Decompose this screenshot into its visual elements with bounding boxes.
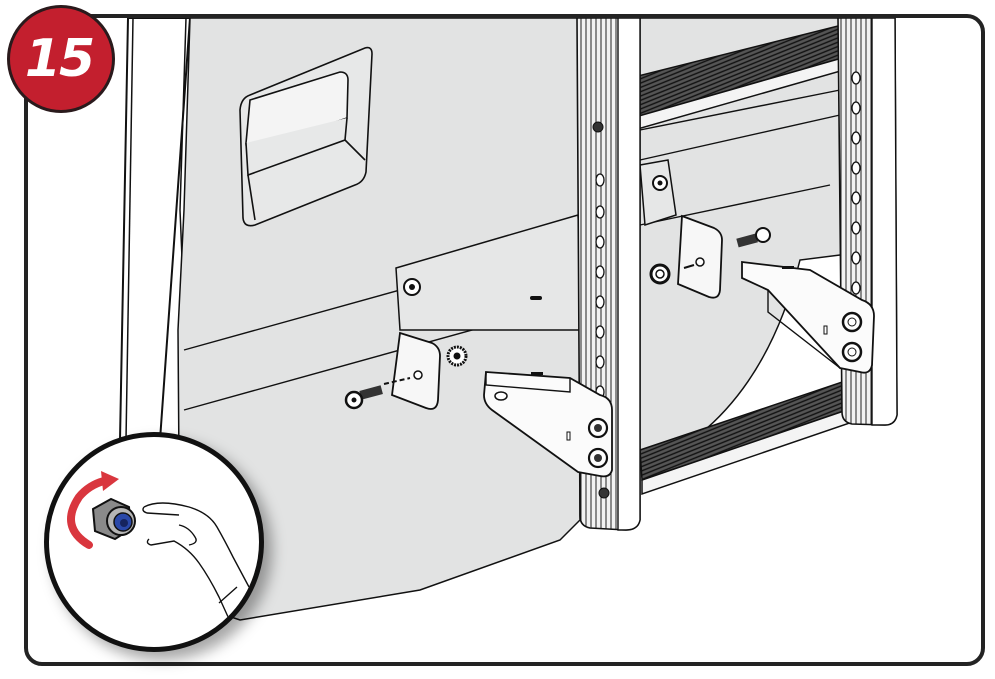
- mount-bracket-left: [483, 371, 613, 478]
- angle-plate-right: [677, 214, 723, 299]
- lock-nut-right: [649, 263, 671, 285]
- bolt-left: [344, 385, 383, 410]
- recessed-handle: [239, 46, 373, 227]
- bolt-right: [736, 227, 771, 248]
- lock-nut-icon: [91, 497, 136, 541]
- ladder-frame: [576, 18, 898, 531]
- step-number-badge: 15: [7, 5, 115, 113]
- lock-nut-left: [446, 345, 468, 367]
- step-number: 15: [24, 29, 95, 89]
- rotation-arrow-icon: [67, 471, 119, 549]
- detail-inset: [44, 432, 264, 652]
- angle-plate-left: [383, 331, 441, 410]
- mount-bracket-right: [741, 260, 875, 374]
- hand-icon: [142, 502, 250, 620]
- upper-plate-right: [639, 159, 677, 227]
